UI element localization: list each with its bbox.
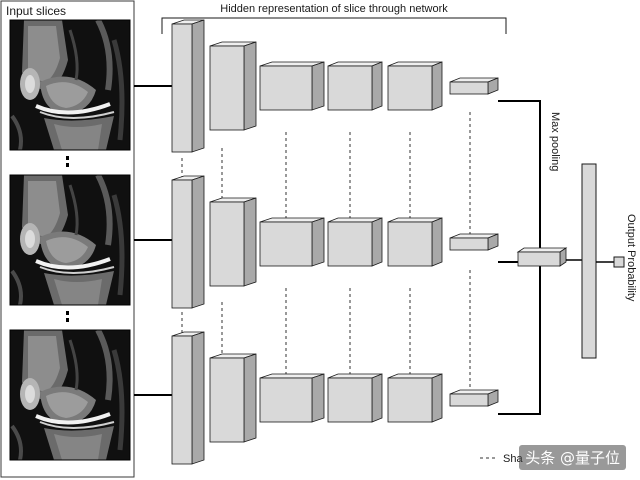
ellipsis-1 — [66, 156, 69, 167]
network-row-2 — [171, 175, 499, 309]
input-slices-label: Input slices — [6, 4, 66, 18]
output-node — [613, 256, 625, 268]
network-row-3 — [171, 331, 499, 465]
conv-block — [259, 217, 325, 267]
fully-connected-layer — [581, 163, 597, 359]
watermark: 头条 @量子位 — [519, 445, 626, 470]
conv-block — [449, 233, 499, 251]
pooled-block — [516, 247, 568, 267]
conv-block — [387, 373, 443, 423]
shared-weights-legend: Sha — [480, 453, 523, 465]
shared-weights-lines — [181, 112, 471, 406]
conv-block — [327, 61, 383, 111]
input-slice-2 — [9, 174, 131, 306]
ellipsis-2 — [66, 311, 69, 322]
conv-block — [449, 77, 499, 95]
conv-block — [449, 389, 499, 407]
conv-block — [209, 41, 257, 131]
max-pooling-label: Max pooling — [549, 112, 561, 171]
conv-block — [171, 19, 205, 153]
hidden-representation-label: Hidden representation of slice through n… — [220, 3, 448, 15]
output-probability-label: Output Probability — [625, 214, 637, 302]
input-slice-3 — [9, 329, 131, 461]
conv-block — [171, 175, 205, 309]
conv-block — [387, 61, 443, 111]
conv-block — [259, 61, 325, 111]
hidden-representation-bracket — [161, 17, 507, 34]
conv-block — [209, 353, 257, 443]
network-rows — [171, 19, 499, 465]
conv-block — [387, 217, 443, 267]
conv-block — [327, 217, 383, 267]
conv-block — [171, 331, 205, 465]
conv-block — [259, 373, 325, 423]
input-slice-1 — [9, 19, 131, 151]
network-row-1 — [171, 19, 499, 153]
conv-block — [327, 373, 383, 423]
legend-label: Sha — [503, 453, 523, 465]
conv-block — [209, 197, 257, 287]
slice-connectors — [134, 85, 172, 396]
